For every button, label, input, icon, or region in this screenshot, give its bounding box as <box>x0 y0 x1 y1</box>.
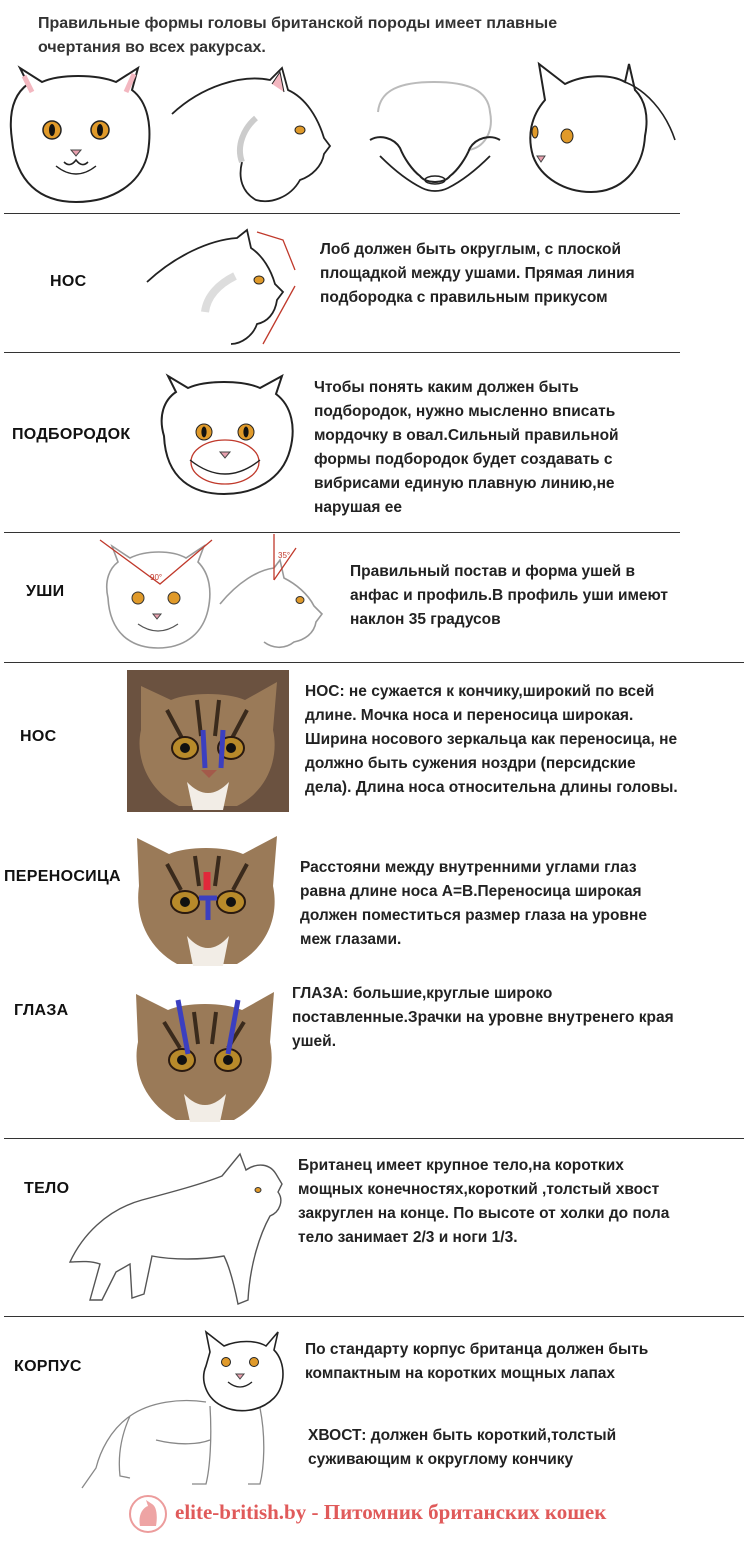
cat-photo-nose <box>127 670 289 812</box>
cat-head-top-illustration <box>369 80 501 192</box>
section-label-eyes: ГЛАЗА <box>14 1002 69 1019</box>
section-text-ears: Правильный постав и форма ушей в анфас и… <box>350 563 668 628</box>
section-divider <box>4 352 680 353</box>
section-label-body: ТЕЛО <box>24 1180 70 1197</box>
section-text-body: Британец имеет крупное тело,на коротких … <box>298 1157 670 1246</box>
cat-photo-eyes <box>124 978 286 1122</box>
section-label-ears: УШИ <box>26 583 65 600</box>
section-label-chin: ПОДБОРОДОК <box>12 426 131 443</box>
cat-chin-illustration <box>160 373 294 496</box>
section-divider <box>4 1316 744 1317</box>
cat-head-three-quarter-illustration <box>529 61 676 194</box>
section-text-eyes: ГЛАЗА: большие,круглые широко поставленн… <box>292 985 674 1050</box>
ear-angle-front: 90° <box>150 573 162 582</box>
section-divider <box>4 662 744 663</box>
cat-build-illustration <box>81 1330 284 1489</box>
page-title: Правильные формы головы британской пород… <box>38 15 558 56</box>
cat-ears-profile-illustration: 35° <box>219 534 324 649</box>
section-text-build: По стандарту корпус британца должен быть… <box>305 1341 649 1382</box>
cat-photo-nose-bridge <box>127 824 287 968</box>
section-text-nose: НОС: не сужается к кончику,широкий по вс… <box>305 683 678 796</box>
section-label-build: КОРПУС <box>14 1358 82 1375</box>
section-divider <box>4 532 680 533</box>
section-text-nose-bridge: Расстояни между внутренними углами глаз … <box>300 859 647 948</box>
cat-body-side-illustration <box>68 1152 283 1305</box>
cat-head-profile-illustration <box>171 66 332 202</box>
cat-profile-forehead-illustration <box>146 228 296 345</box>
section-text-nose-profile: Лоб должен быть округлым, с плоской площ… <box>320 241 635 306</box>
section-label-nose: НОС <box>20 728 57 745</box>
kennel-logo-icon <box>129 1495 167 1533</box>
section-label-nose-bridge: ПЕРЕНОСИЦА <box>4 868 121 885</box>
section-text-chin: Чтобы понять каким должен быть подбородо… <box>314 379 619 516</box>
section-label-nose-profile: НОС <box>50 273 87 290</box>
section-divider <box>4 213 680 214</box>
section-divider <box>4 1138 744 1139</box>
footer-watermark: elite-british.by - Питомник британских к… <box>175 1500 607 1524</box>
ear-angle-profile: 35° <box>278 551 290 560</box>
section-text-tail: ХВОСТ: должен быть короткий,толстый сужи… <box>308 1427 617 1468</box>
cat-head-front-illustration <box>9 65 151 204</box>
cat-ears-front-illustration: 90° <box>99 539 213 649</box>
